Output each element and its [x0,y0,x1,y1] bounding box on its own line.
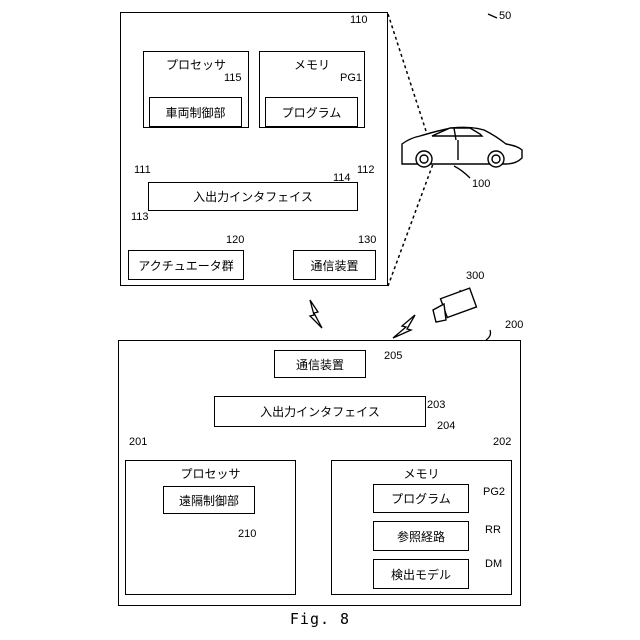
wireless-signal-icon-right [393,315,415,338]
detection-model-label: 検出モデル [391,566,451,583]
remote-program-box: プログラム [373,484,469,513]
vehicle-program-box: プログラム [265,97,358,127]
car-icon [402,127,522,167]
vehicle-program-label: プログラム [282,104,342,121]
remote-memory-title: メモリ [332,465,511,482]
wireless-signals [310,300,415,338]
reference-route-label: 参照経路 [397,528,445,545]
remote-program-ref: PG2 [483,486,505,498]
vehicle-io-interface-box: 入出力インタフェイス [148,182,358,211]
remote-memory-ref: 202 [493,436,511,448]
remote-comm-device-box: 通信装置 [274,350,366,378]
vehicle-control-unit-ref: 115 [224,72,242,84]
detection-model-box: 検出モデル [373,559,469,589]
remote-processor-title: プロセッサ [126,465,295,482]
remote-control-unit-ref: 210 [238,528,256,540]
detection-model-ref: DM [485,558,502,570]
vehicle-io-interface-label: 入出力インタフェイス [193,188,313,205]
vehicle-comm-device-label: 通信装置 [310,257,358,274]
vehicle-io-interface-ref: 113 [131,211,149,223]
vehicle-comm-device-ref: 130 [358,234,376,246]
vehicle-memory-ref: 112 [357,164,375,176]
figure-caption: Fig. 8 [0,610,640,628]
reference-route-box: 参照経路 [373,521,469,551]
vehicle-comm-device-box: 通信装置 [293,250,376,280]
vehicle-ref: 100 [472,178,490,190]
actuators-label: アクチュエータ群 [138,257,233,274]
actuators-box: アクチュエータ群 [128,250,244,280]
system-ref: 50 [499,10,511,22]
reference-route-ref: RR [485,524,501,536]
vehicle-program-ref: PG1 [340,72,362,84]
remote-io-interface-label: 入出力インタフェイス [260,403,380,420]
camera-ref: 300 [466,270,484,282]
remote-program-label: プログラム [391,490,451,507]
camera-icon [433,288,476,322]
vehicle-control-unit-box: 車両制御部 [149,97,242,127]
vehicle-control-unit-label: 車両制御部 [165,104,225,121]
vehicle-control-device-ref: 110 [350,14,368,26]
wireless-signal-icon-left [310,300,322,328]
vehicle-memory-title: メモリ [260,56,364,73]
remote-processor-box: プロセッサ [125,460,296,595]
remote-comm-device-label: 通信装置 [296,356,344,373]
remote-control-device-ref: 200 [505,319,523,331]
remote-processor-ref: 201 [129,436,147,448]
vehicle-processor-title: プロセッサ [144,56,248,73]
remote-bus-ref: 204 [437,420,455,432]
actuators-ref: 120 [226,234,244,246]
remote-control-unit-box: 遠隔制御部 [163,486,255,514]
remote-io-interface-box: 入出力インタフェイス [214,396,426,427]
remote-comm-device-ref: 205 [384,350,402,362]
remote-io-interface-ref: 203 [427,399,445,411]
vehicle-processor-ref: 111 [134,164,151,176]
remote-control-unit-label: 遠隔制御部 [179,492,239,509]
